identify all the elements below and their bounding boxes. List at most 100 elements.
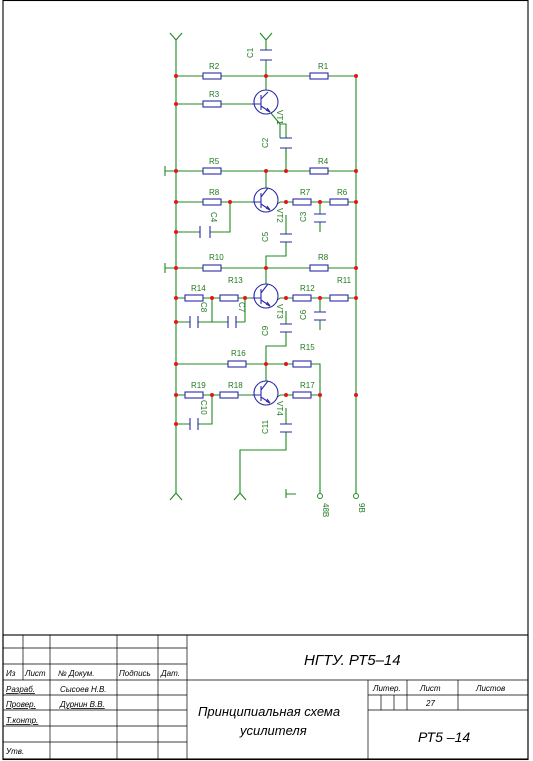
resistor-r3 — [202, 100, 222, 108]
label-c5: C5 — [261, 231, 270, 242]
label-9v: 9В — [357, 503, 366, 513]
top-arrow — [259, 32, 273, 41]
resistor-r19 — [184, 391, 204, 399]
wire-vt1 — [265, 76, 287, 160]
label-r8b: R8 — [318, 253, 329, 262]
terminal-9v — [353, 493, 359, 499]
resistor-r6 — [329, 198, 349, 206]
output-arrow — [233, 492, 247, 501]
sheet-value: 27 — [425, 699, 435, 708]
person-check: Дурнин В.В. — [59, 700, 105, 709]
label-r11: R11 — [337, 276, 352, 285]
resistor-r10 — [202, 264, 222, 272]
role-check: Провер. — [6, 700, 36, 709]
capacitor-c2 — [280, 137, 292, 149]
wire-c11-out — [239, 408, 287, 493]
capacitor-c9 — [280, 323, 292, 333]
label-r3: R3 — [209, 90, 220, 99]
resistor-r18 — [219, 391, 239, 399]
junction-dots — [174, 74, 358, 426]
label-c9: C9 — [261, 325, 270, 336]
resistor-r4 — [309, 167, 329, 175]
wire-row-r16-r15 — [176, 363, 321, 395]
capacitor-c8 — [189, 316, 199, 328]
label-r12: R12 — [300, 284, 315, 293]
wire-c8-c7 — [176, 298, 246, 323]
resistor-r14 — [184, 294, 204, 302]
label-r4: R4 — [318, 157, 329, 166]
capacitor-c11 — [280, 423, 292, 433]
designation: НГТУ. РТ5–14 — [304, 652, 401, 669]
label-r7: R7 — [300, 188, 311, 197]
header-date: Дат. — [160, 669, 180, 678]
transistor-vt2 — [252, 187, 279, 213]
transistor-vt1 — [252, 89, 279, 115]
label-r10: R10 — [209, 253, 224, 262]
label-c6: C6 — [299, 309, 308, 320]
capacitor-c5 — [280, 233, 292, 243]
doc-code: РТ5 –14 — [418, 729, 470, 745]
transistor-vt4 — [252, 380, 279, 406]
label-48v: 48В — [321, 503, 330, 517]
transistor-vt3 — [252, 283, 279, 309]
header-doc: № Докум. — [58, 669, 94, 678]
label-r2: R2 — [209, 62, 220, 71]
label-r6: R6 — [337, 188, 348, 197]
resistor-r17 — [292, 391, 312, 399]
title-line2: усилителя — [239, 723, 307, 738]
label-r14: R14 — [191, 284, 206, 293]
label-r13: R13 — [228, 276, 243, 285]
title-line1: Принципиальная схема — [198, 704, 340, 719]
label-r8a: R8 — [209, 188, 220, 197]
resistor-r1 — [309, 72, 329, 80]
capacitor-c6 — [314, 311, 326, 321]
col-sheets: Листов — [475, 684, 505, 693]
label-vt3: VT3 — [275, 304, 284, 319]
terminal-48v — [317, 493, 323, 499]
label-c4: C4 — [209, 212, 218, 223]
role-tcontrol: Т.контр. — [6, 716, 38, 725]
header-list: Лист — [24, 669, 46, 678]
resistor-r2 — [202, 72, 222, 80]
label-c2: C2 — [261, 137, 270, 148]
label-vt1: VT1 — [275, 110, 284, 125]
label-c10: C10 — [199, 400, 208, 415]
wire-c5 — [265, 215, 287, 268]
label-r17: R17 — [300, 381, 315, 390]
resistor-r16 — [227, 360, 247, 368]
capacitor-c3 — [314, 213, 326, 223]
resistor-r8a — [202, 198, 222, 206]
col-liter: Литер. — [372, 684, 401, 693]
resistor-r5 — [202, 167, 222, 175]
label-c11: C11 — [261, 419, 270, 434]
component-labels: C1 R2 R1 R3 VT1 C2 R5 R4 R8 R7 R6 VT2 C4… — [191, 47, 366, 517]
header-izm: Из — [6, 669, 16, 678]
label-r5: R5 — [209, 157, 220, 166]
label-c1: C1 — [246, 47, 255, 58]
label-c8: C8 — [199, 302, 208, 313]
resistor-r13 — [219, 294, 239, 302]
wire-c4 — [176, 202, 231, 233]
resistor-r12 — [292, 294, 312, 302]
label-r1: R1 — [318, 62, 329, 71]
label-vt4: VT4 — [275, 401, 284, 416]
ground-symbol — [285, 489, 296, 498]
wire-c10 — [176, 395, 213, 425]
person-dev: Сысоев Н.В. — [60, 685, 107, 694]
left-input-arrow — [169, 32, 183, 501]
role-approve: Утв. — [5, 747, 24, 756]
capacitor-c1 — [260, 49, 272, 61]
label-r16: R16 — [231, 349, 246, 358]
resistor-r7 — [292, 198, 312, 206]
resistor-r15 — [292, 360, 312, 368]
capacitor-c10 — [189, 418, 199, 430]
label-r19: R19 — [191, 381, 206, 390]
label-r18: R18 — [228, 381, 243, 390]
capacitor-c7 — [227, 316, 237, 328]
amplifier-schematic: C1 R2 R1 R3 VT1 C2 R5 R4 R8 R7 R6 VT2 C4… — [164, 32, 366, 517]
label-c7: C7 — [237, 302, 246, 313]
wire-c9 — [265, 311, 287, 364]
label-r15: R15 — [300, 343, 315, 352]
label-c3: C3 — [299, 211, 308, 222]
